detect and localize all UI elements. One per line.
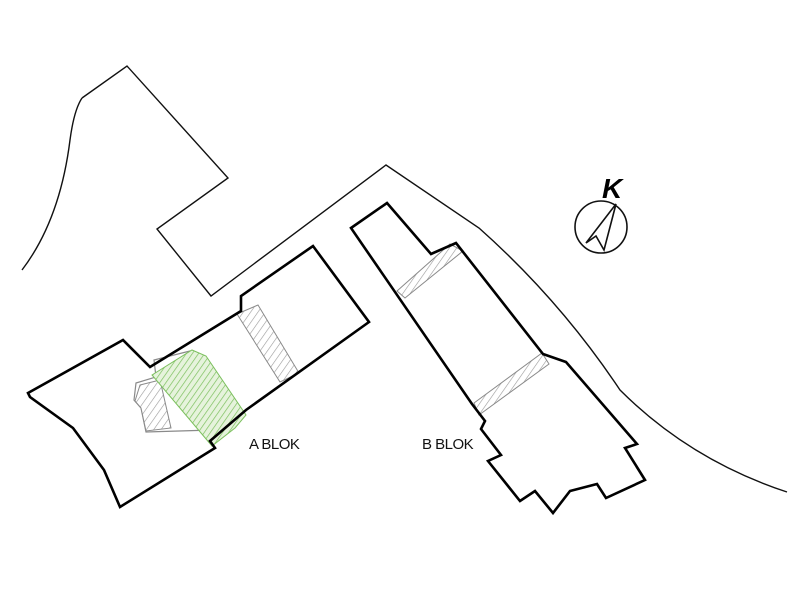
a-blok-label: A BLOK: [249, 436, 300, 453]
site-boundary: [21, 65, 788, 493]
compass-letter: K: [602, 173, 624, 204]
a-blok: A BLOK: [26, 244, 371, 509]
b-blok: B BLOK: [349, 201, 647, 516]
b-blok-corridor-hatch-lower: [473, 352, 550, 416]
a-blok-corridor-hatch: [236, 304, 300, 383]
compass-circle: [574, 200, 628, 254]
b-blok-label: B BLOK: [422, 436, 474, 453]
compass: K: [574, 173, 628, 254]
site-boundary-main: [81, 65, 788, 493]
north-arrow-icon: [585, 203, 617, 253]
b-blok-outline: [349, 201, 647, 516]
a-blok-outline: [26, 244, 371, 509]
site-boundary-left-curve: [21, 97, 83, 271]
